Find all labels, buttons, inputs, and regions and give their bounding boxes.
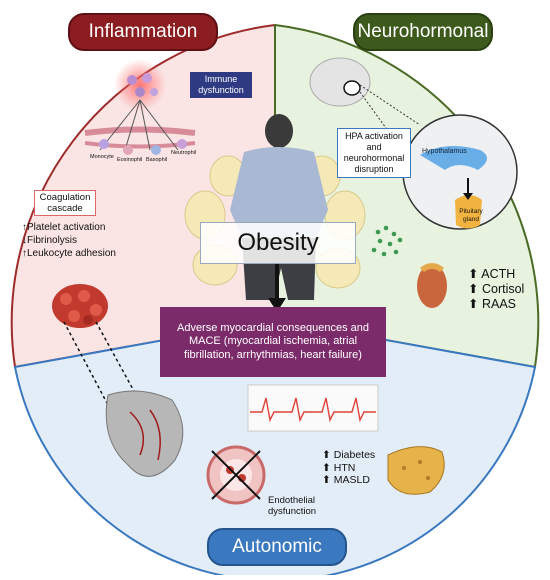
- obesity-title: Obesity: [200, 222, 356, 264]
- endothelial-dysfunction-label: Endothelial dysfunction: [268, 495, 317, 517]
- hormone-raas: ⬆ RAAS: [468, 297, 517, 311]
- autonomic-title-tab: Autonomic: [207, 528, 347, 566]
- cell-label-basophil: Basophil: [146, 157, 168, 163]
- autonomic-sector: [13, 318, 537, 580]
- immune-cells-illustration: [84, 59, 196, 155]
- brain-illustration: [309, 57, 371, 107]
- cell-label-eosinophil: Eosinophil: [117, 157, 143, 163]
- coagulation-effects-list: ↑Platelet activation ↓Fibrinolysis ↑Leuk…: [22, 221, 116, 260]
- heart-illustration: [105, 390, 184, 477]
- hormone-particles: [371, 225, 403, 257]
- inflammation-title-tab: Inflammation: [68, 13, 218, 51]
- mace-outcome-box: Adverse myocardial consequences and MACE…: [160, 307, 386, 377]
- condition-htn: ⬆ HTN: [322, 461, 356, 474]
- blood-clot-illustration: [52, 284, 108, 328]
- effect-fibrinolysis: ↓Fibrinolysis: [22, 235, 78, 246]
- condition-masld: ⬆ MASLD: [322, 474, 370, 486]
- endothelial-vessel-icon: [206, 445, 266, 505]
- effect-leukocyte-adhesion: ↑Leukocyte adhesion: [22, 248, 116, 259]
- coagulation-cascade-box: Coagulation cascade: [34, 190, 96, 216]
- liver-illustration: [387, 446, 445, 495]
- hormone-list: ⬆ ACTH ⬆ Cortisol ⬆ RAAS: [468, 267, 524, 312]
- effect-platelet-activation: ↑Platelet activation: [22, 222, 106, 233]
- down-arrow-icon: [268, 262, 286, 312]
- hormone-cortisol: ⬆ Cortisol: [468, 282, 525, 296]
- cell-label-neutrophil: Neutrophil: [171, 150, 197, 156]
- hormone-acth: ⬆ ACTH: [468, 267, 516, 281]
- cell-label-monocyte: Monocyte: [90, 154, 114, 160]
- immune-dysfunction-box: Immune dysfunction: [190, 72, 252, 98]
- brain-zoom-line: [359, 84, 421, 126]
- pituitary-gland-label: Pituitary gland: [459, 208, 483, 223]
- hpa-activation-box: HPA activation and neurohormonal disrupt…: [337, 128, 411, 178]
- hypothalamus-zoom: [402, 114, 518, 230]
- conditions-list: ⬆ Diabetes ⬆ HTN ⬆ MASLD: [322, 449, 375, 487]
- ecg-panel: [247, 384, 379, 432]
- adrenal-kidney-illustration: [417, 263, 447, 308]
- neurohormonal-title-tab: Neurohormonal: [353, 13, 493, 51]
- hypothalamus-label: Hypothalamus: [422, 148, 467, 155]
- condition-diabetes: ⬆ Diabetes: [322, 449, 376, 461]
- clot-to-heart-line: [63, 321, 109, 406]
